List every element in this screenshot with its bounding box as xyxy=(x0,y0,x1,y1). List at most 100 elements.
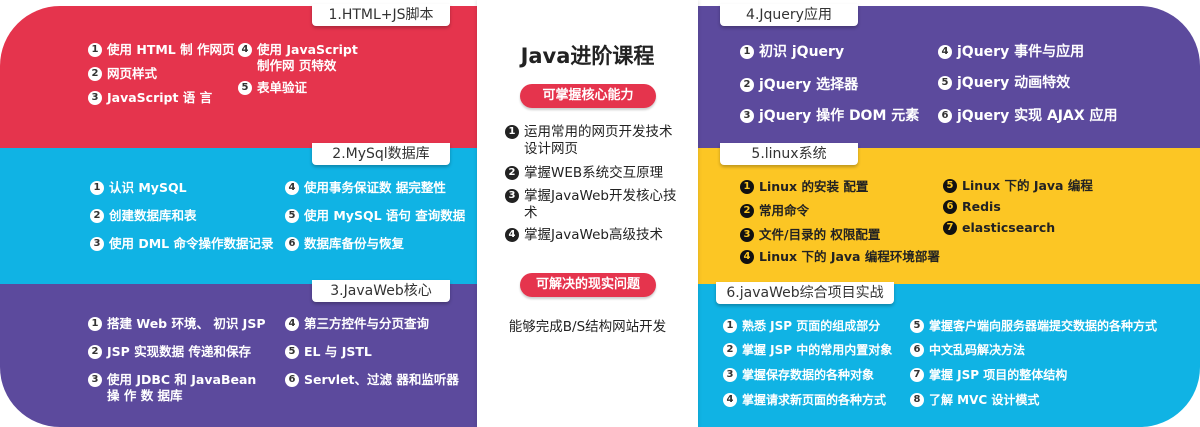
problems-text: 能够完成B/S结构网站开发 xyxy=(508,319,667,335)
number-badge: 5 xyxy=(943,179,957,193)
number-badge: 1 xyxy=(740,180,754,194)
module-1-panel xyxy=(0,6,480,148)
module-5-item: 2 常用命令 xyxy=(740,203,935,219)
item-text: Linux 的安装 配置 xyxy=(759,179,869,194)
item-text: 第三方控件与分页查询 xyxy=(304,316,430,331)
item-text: jQuery 事件与应用 xyxy=(957,44,1085,60)
number-badge: 5 xyxy=(285,345,299,359)
item-text: 使用 JDBC 和 JavaBean 操 作 数 据库 xyxy=(107,372,257,403)
item-text: 掌握 JSP 项目的整体结构 xyxy=(929,368,1068,382)
module-3-title: 3.JavaWeb核心 xyxy=(312,280,450,302)
module-2-item: 5 使用 MySQL 语句 查询数据 xyxy=(285,208,470,224)
module-2-panel xyxy=(0,148,480,284)
item-text: Redis xyxy=(962,199,1001,214)
number-badge: 2 xyxy=(505,166,519,180)
item-text: Linux 下的 Java 编程 xyxy=(962,178,1093,193)
number-badge: 1 xyxy=(90,181,104,195)
module-1-item: 2 网页样式 xyxy=(88,66,238,82)
number-badge: 4 xyxy=(938,45,952,59)
item-text: 使用 MySQL 语句 查询数据 xyxy=(304,208,466,223)
module-3-item: 2 JSP 实现数据 传递和保存 xyxy=(88,344,278,360)
item-text: 常用命令 xyxy=(759,203,810,218)
number-badge: 7 xyxy=(943,221,957,235)
item-text: elasticsearch xyxy=(962,220,1056,235)
number-badge: 4 xyxy=(740,250,754,264)
item-text: 认识 MySQL xyxy=(109,180,187,195)
number-badge: 1 xyxy=(740,45,754,59)
number-badge: 6 xyxy=(910,343,924,357)
number-badge: 2 xyxy=(723,343,737,357)
number-badge: 3 xyxy=(505,189,519,203)
number-badge: 4 xyxy=(285,181,299,195)
capability-text: 掌握WEB系统交互原理 xyxy=(524,165,664,181)
item-text: 表单验证 xyxy=(257,80,308,95)
number-badge: 2 xyxy=(88,67,102,81)
item-text: 熟悉 JSP 页面的组成部分 xyxy=(742,319,881,333)
number-badge: 5 xyxy=(285,209,299,223)
module-3-item: 5 EL 与 JSTL xyxy=(285,344,470,360)
module-2-title: 2.MySql数据库 xyxy=(312,143,450,165)
module-6-panel xyxy=(698,284,1200,427)
number-badge: 2 xyxy=(740,204,754,218)
item-text: 掌握 JSP 中的常用内置对象 xyxy=(742,343,893,357)
module-4-item: 2 jQuery 选择器 xyxy=(740,77,935,93)
item-text: EL 与 JSTL xyxy=(304,344,372,359)
module-5-title: 5.linux系统 xyxy=(720,143,858,165)
module-1-item: 5 表单验证 xyxy=(238,80,358,96)
module-2-item: 2 创建数据库和表 xyxy=(90,208,280,224)
number-badge: 6 xyxy=(285,373,299,387)
module-5-panel xyxy=(698,148,1200,284)
number-badge: 2 xyxy=(88,345,102,359)
number-badge: 1 xyxy=(505,125,519,139)
number-badge: 3 xyxy=(740,228,754,242)
module-2-item: 1 认识 MySQL xyxy=(90,180,280,196)
item-text: JSP 实现数据 传递和保存 xyxy=(107,344,252,359)
number-badge: 2 xyxy=(90,209,104,223)
item-text: 使用 DML 命令操作数据记录 xyxy=(109,236,274,251)
item-text: jQuery 选择器 xyxy=(759,77,859,93)
module-2-item: 4 使用事务保证数 据完整性 xyxy=(285,180,470,196)
item-text: 网页样式 xyxy=(107,66,158,81)
number-badge: 1 xyxy=(88,317,102,331)
module-4-item: 4 jQuery 事件与应用 xyxy=(938,44,1138,60)
number-badge: 4 xyxy=(285,317,299,331)
number-badge: 4 xyxy=(723,393,737,407)
item-text: 创建数据库和表 xyxy=(109,208,197,223)
number-badge: 3 xyxy=(90,237,104,251)
capability-text: 运用常用的网页开发技术设计网页 xyxy=(524,124,673,157)
item-text: 使用事务保证数 据完整性 xyxy=(304,180,446,195)
module-2-item: 3 使用 DML 命令操作数据记录 xyxy=(90,236,280,252)
module-5-item: 7 elasticsearch xyxy=(943,220,1133,236)
item-text: 初识 jQuery xyxy=(759,44,845,60)
module-6-item: 2 掌握 JSP 中的常用内置对象 xyxy=(723,342,908,358)
module-4-item: 1 初识 jQuery xyxy=(740,44,935,60)
item-text: 掌握客户端向服务器端提交数据的各种方式 xyxy=(929,319,1158,333)
number-badge: 4 xyxy=(505,228,519,242)
item-text: 文件/目录的 权限配置 xyxy=(759,227,881,242)
capability-text: 掌握JavaWeb高级技术 xyxy=(524,227,663,243)
number-badge: 2 xyxy=(740,78,754,92)
number-badge: 6 xyxy=(943,200,957,214)
number-badge: 6 xyxy=(938,109,952,123)
module-5-item: 6 Redis xyxy=(943,199,1133,215)
number-badge: 5 xyxy=(910,319,924,333)
number-badge: 5 xyxy=(238,81,252,95)
capability-item: 4 掌握JavaWeb高级技术 xyxy=(505,227,685,244)
number-badge: 5 xyxy=(938,76,952,90)
capability-item: 2 掌握WEB系统交互原理 xyxy=(505,165,685,182)
